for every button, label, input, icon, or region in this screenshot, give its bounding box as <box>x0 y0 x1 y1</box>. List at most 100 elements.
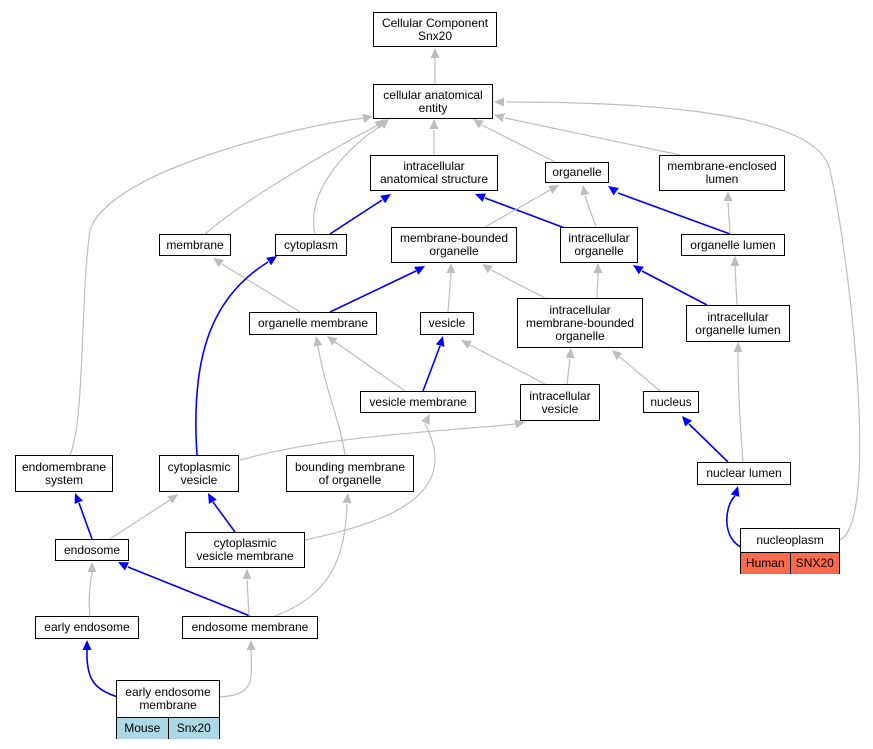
node-nucleus[interactable]: nucleus <box>643 391 699 413</box>
edge-vm-om <box>334 341 406 392</box>
edge-eem-em-arrowhead <box>246 640 256 650</box>
node-organelle-lumen[interactable]: organelle lumen <box>681 234 785 256</box>
node-label: cytoplasm <box>283 237 339 252</box>
node-label-line-2: membrane-bounded <box>525 315 635 330</box>
edge-iv-imbo <box>566 358 571 385</box>
edge-nucleus-imbo-arrowhead <box>612 350 623 360</box>
edge-iv-vesicle-arrowhead <box>461 340 472 349</box>
node-label: vesicle membrane <box>369 394 467 409</box>
edge-eem-ee <box>86 649 119 698</box>
node-endosome-membrane[interactable]: endosome membrane <box>182 616 318 639</box>
edge-em-endosome <box>127 566 251 617</box>
edge-cvm-vm-arrowhead <box>421 414 430 425</box>
edge-cv-iv <box>239 423 516 461</box>
node-vesicle[interactable]: vesicle <box>420 312 474 335</box>
edge-mbo-organelle-arrowhead <box>548 185 559 194</box>
node-cytoplasm[interactable]: cytoplasm <box>275 234 347 256</box>
edge-cv-cytoplasm <box>195 261 269 456</box>
node-label: organelle lumen <box>690 237 776 252</box>
node-label-line-3: organelle <box>555 328 605 343</box>
leaf-nucleoplasm[interactable]: nucleoplasm Human SNX20 <box>740 528 840 574</box>
node-nuclear-lumen[interactable]: nuclear lumen <box>697 462 791 485</box>
node-vesicle-membrane[interactable]: vesicle membrane <box>360 391 476 413</box>
edge-eem-ee-arrowhead <box>82 640 92 650</box>
leaf-title-line-1: early endosome <box>125 685 211 699</box>
node-label-line-1: intracellular <box>568 231 630 245</box>
species-cell: Human <box>741 553 790 574</box>
node-label-line-2: lumen <box>705 172 739 186</box>
edge-io-organelle-arrowhead <box>580 185 590 196</box>
node-label-line-2: vesicle <box>541 401 579 416</box>
edge-imbo-mbo <box>490 269 546 299</box>
edge-cytoplasm-cae <box>313 124 383 235</box>
edge-ol-mel-arrowhead <box>723 191 733 201</box>
edge-iv-vesicle <box>469 344 546 385</box>
species-cell: Mouse <box>117 718 168 739</box>
node-label-line-1: Cellular Component <box>381 15 489 30</box>
edge-nl-nucleus <box>688 423 729 463</box>
edge-organelle-cae <box>481 124 556 163</box>
edge-endosome-es <box>78 502 93 540</box>
node-label-line-2: Snx20 <box>417 28 453 43</box>
edge-ee-endosome <box>88 571 93 617</box>
node-label-line-2: anatomical structure <box>379 172 489 186</box>
leaf-early-endosome-membrane[interactable]: early endosome membrane Mouse Snx20 <box>116 680 220 739</box>
leaf-title: nucleoplasm <box>741 529 839 552</box>
node-label: nucleus <box>650 394 692 409</box>
node-early-endosome[interactable]: early endosome <box>35 616 139 639</box>
node-label-line-1: cellular anatomical <box>383 87 483 102</box>
edge-es-cae <box>69 117 366 456</box>
gene-cell: Snx20 <box>167 718 219 739</box>
node-label-line-2: vesicle membrane <box>196 549 294 563</box>
edge-nl-iol-arrowhead <box>733 342 743 352</box>
node-organelle[interactable]: organelle <box>545 162 609 183</box>
edge-io-ias-arrowhead <box>475 193 486 202</box>
edge-vm-vesicle-arrowhead <box>435 336 445 347</box>
edge-em-bmo <box>274 503 348 617</box>
edge-iol-ol-arrowhead <box>730 256 740 266</box>
node-label: vesicle <box>428 316 466 330</box>
node-endosome[interactable]: endosome <box>55 539 129 561</box>
edge-ol-mel <box>727 201 731 235</box>
edge-endosome-cv-arrowhead <box>167 494 178 504</box>
edge-np-nl <box>726 495 746 550</box>
edge-cvm-cv-arrowhead <box>208 493 217 504</box>
node-label-line-2: organelle <box>429 244 479 258</box>
edge-es-cae-arrowhead <box>362 114 373 123</box>
edge-organelle-cae-arrowhead <box>473 119 484 129</box>
edge-io-ias <box>484 197 571 231</box>
node-label-line-1: cytoplasmic <box>167 459 231 474</box>
node-organelle-membrane[interactable]: organelle membrane <box>249 312 377 335</box>
node-label-line-2: organelle lumen <box>695 322 781 337</box>
edge-om-mbo <box>329 270 417 313</box>
edge-ias-cae-arrowhead <box>429 119 439 129</box>
edge-membrane-cae <box>204 124 379 235</box>
edge-mel-cae-arrowhead <box>494 113 505 122</box>
node-label: organelle <box>552 165 602 179</box>
node-label-line-1: membrane-enclosed <box>667 159 777 173</box>
node-label-line-1: endomembrane <box>21 459 107 474</box>
edge-cvm-vm <box>304 423 436 541</box>
node-label-line-1: intracellular <box>707 309 769 324</box>
node-label-line-1: intracellular <box>529 388 591 403</box>
edge-imbo-io <box>596 272 599 299</box>
edge-endosome-es-arrowhead <box>74 493 83 504</box>
edge-cvm-cv <box>212 501 236 533</box>
edge-em-cvm-arrowhead <box>242 569 252 579</box>
edge-vesicle-mbo-arrowhead <box>446 263 456 273</box>
node-membrane[interactable]: membrane <box>159 234 231 256</box>
